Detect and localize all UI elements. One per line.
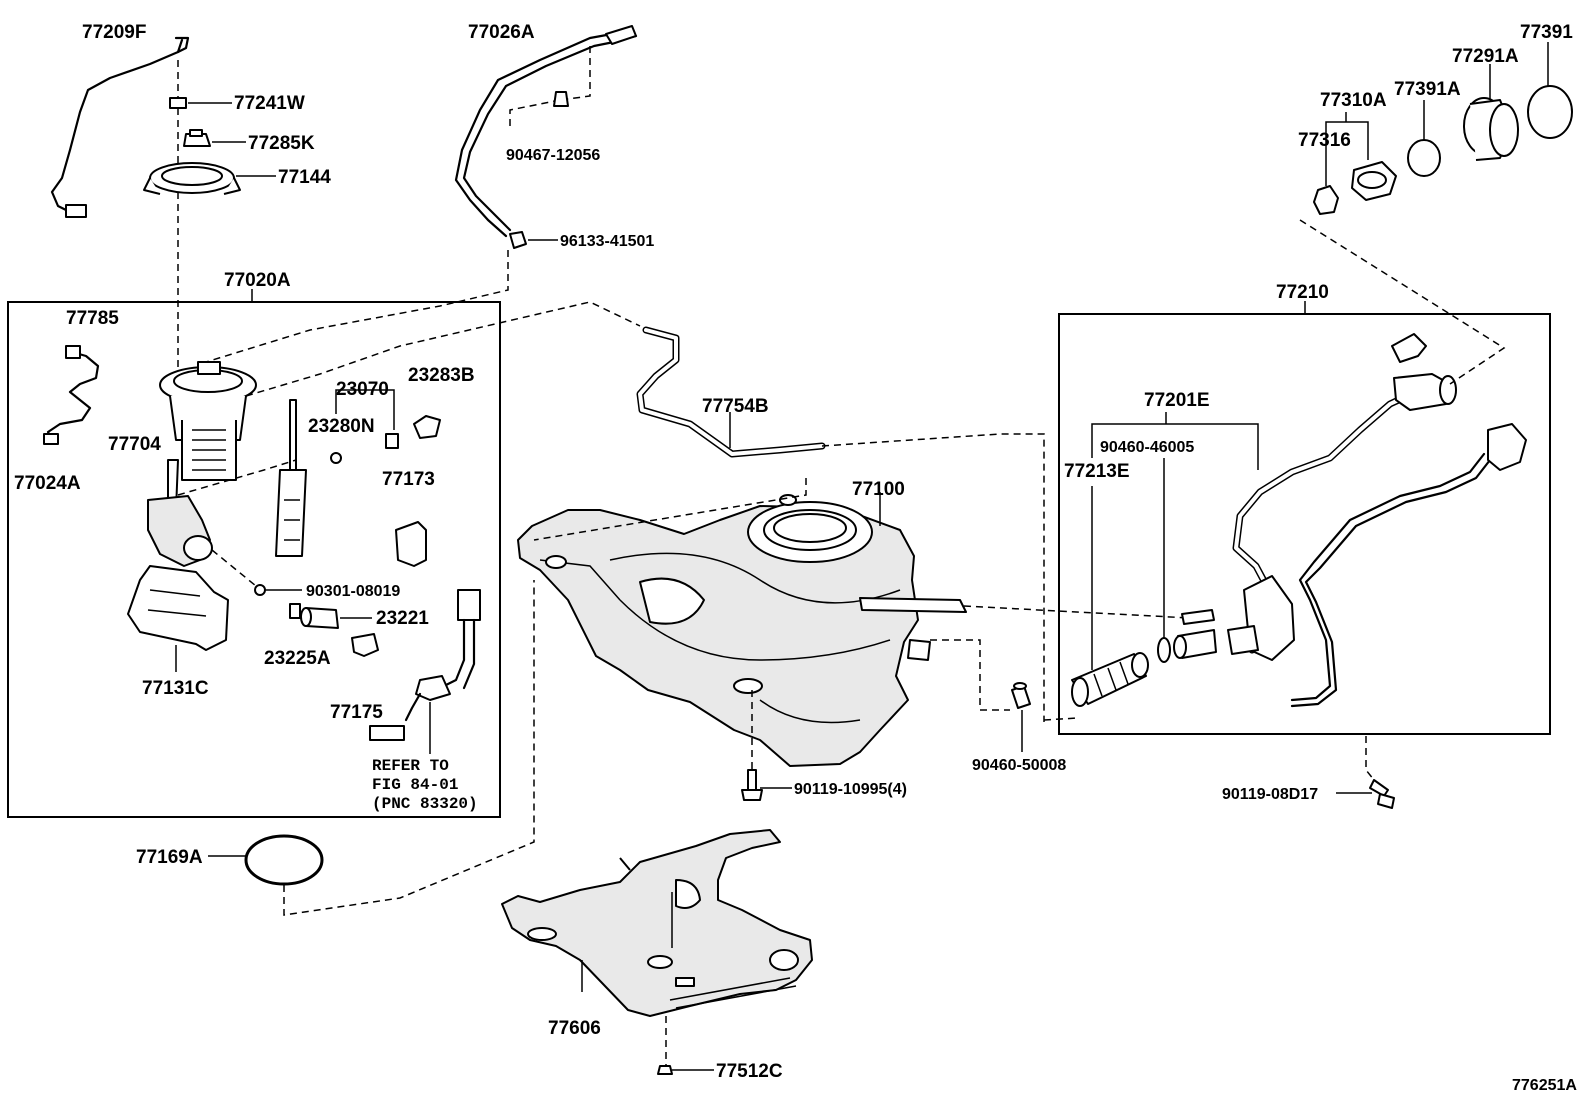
label-77704: 77704 [108,434,161,455]
label-77144: 77144 [278,167,331,188]
label-90119-10995: 90119-10995(4) [794,781,907,798]
label-77310A: 77310A [1320,90,1387,111]
sender-wire-77209F [50,36,190,218]
hose-77754B [636,326,826,458]
label-77512C: 77512C [716,1061,783,1082]
o-ring-90301-08019 [254,584,266,596]
o-ring-23280 [330,452,342,464]
pump-module-flange [159,361,257,481]
bolt-90119-10995 [741,769,763,801]
label-77213E: 77213E [1064,461,1130,482]
label-77291A: 77291A [1452,46,1519,67]
label-77201E: 77201E [1144,390,1210,411]
gasket-77316 [1313,185,1339,215]
wire-77785 [43,345,100,445]
refer-note-line1: REFER TO [372,757,449,775]
label-77026A: 77026A [468,22,535,43]
label-77175: 77175 [330,702,383,723]
label-77316: 77316 [1298,130,1351,151]
label-90301-08019: 90301-08019 [306,583,400,600]
clip-96133-41501 [509,231,527,249]
clamp-90467-12056 [553,91,569,107]
label-23225A: 23225A [264,648,331,669]
label-90119-08D17: 90119-08D17 [1222,786,1318,803]
bolt-90119-08D17 [1369,779,1395,809]
filter-23225A [289,603,301,619]
filler-neck-77291A [1463,97,1519,161]
label-77209F: 77209F [82,22,146,43]
label-77024A: 77024A [14,473,81,494]
refer-note-line3: (PNC 83320) [372,795,478,813]
label-77173: 77173 [382,469,435,490]
label-23221: 23221 [376,608,429,629]
label-77391A: 77391A [1394,79,1461,100]
pump-motor-23221 [300,607,339,629]
label-77754B: 77754B [702,396,769,417]
fuel-pump-assembly-box [7,301,501,818]
protector-77606 [501,829,813,1017]
label-77131C: 77131C [142,678,209,699]
o-ring-77391A [1407,139,1441,177]
o-ring-90460-46005 [1157,637,1171,663]
breather-tube [1290,423,1527,708]
gasket-77285K [183,129,211,147]
retainer-ring-77144 [143,162,241,195]
clip-77241W [169,97,187,109]
cushion-77175 [351,633,379,657]
label-23283B: 23283B [408,365,475,386]
label-23070: 23070 [336,379,389,400]
filler-pipe-77201E [1173,333,1457,661]
plate-77173 [395,521,427,567]
sender-gauge-harness [369,589,481,741]
hose-clamp-90460-50008 [1011,682,1031,709]
clip-77512C [657,1065,673,1075]
label-23280N: 23280N [308,416,375,437]
label-77169A: 77169A [136,847,203,868]
label-77100: 77100 [852,479,905,500]
label-77606: 77606 [548,1018,601,1039]
label-77785: 77785 [66,308,119,329]
label-90460-46005: 90460-46005 [1100,439,1194,456]
pump-housing-77024A [147,459,213,567]
label-77391: 77391 [1520,22,1573,43]
bracket-sender [275,399,307,557]
clip-23283B [413,415,441,439]
tank-base-77131C [127,565,229,651]
label-77210: 77210 [1276,282,1329,303]
label-96133-41501: 96133-41501 [560,233,654,250]
fuel-tank-77100 [517,494,967,767]
label-77020A: 77020A [224,270,291,291]
fuel-cap-77310A [1351,161,1397,201]
tube-77026A [454,25,638,238]
refer-note-line2: FIG 84-01 [372,776,458,794]
ring-77391 [1527,85,1573,139]
label-90460-50008: 90460-50008 [972,757,1066,774]
label-77285K: 77285K [248,133,315,154]
gasket-77169A [244,834,324,886]
label-90467-12056: 90467-12056 [506,147,600,164]
label-77241W: 77241W [234,93,305,114]
hose-77213E [1071,652,1149,707]
diagram-id: 776251A [1512,1077,1577,1094]
connector-23280N [385,433,399,449]
